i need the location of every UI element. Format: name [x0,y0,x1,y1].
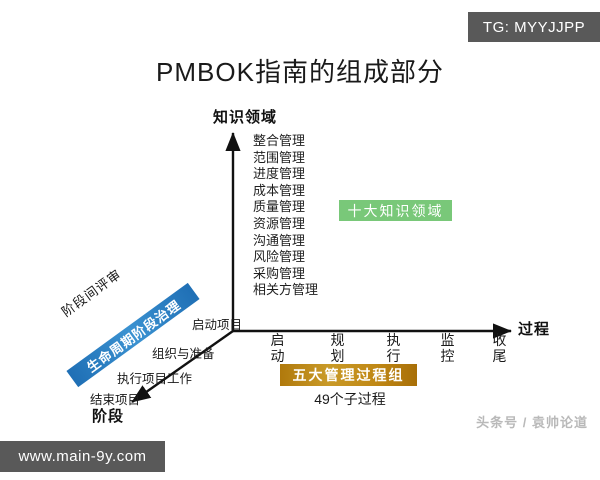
process-group-char: 控 [440,347,455,364]
z-axis-line [131,330,234,403]
knowledge-area-item: 范围管理 [253,149,306,165]
axis-title-knowledge: 知识领域 [213,109,278,126]
process-group-item: 启 动 [270,332,285,364]
phase-item-label: 执行项目工作 [117,372,193,386]
process-group-char: 动 [270,347,285,364]
knowledge-area-item: 进度管理 [253,166,306,182]
process-group-char: 行 [386,347,401,364]
process-group-char: 规 [330,332,345,348]
badge-ten-knowledge-areas: 十大知识领域 [339,200,452,221]
knowledge-area-item: 质量管理 [253,199,306,215]
knowledge-area-item: 成本管理 [253,182,306,198]
badge-five-process-groups: 五大管理过程组 [280,364,417,386]
process-group-char: 划 [330,347,345,364]
process-group-char: 执 [386,332,401,348]
phase-item-label: 组织与准备 [152,347,215,361]
axis-title-phase: 阶段 [92,408,125,425]
knowledge-area-item: 采购管理 [253,265,306,281]
process-group-char: 尾 [492,347,507,364]
process-group-char: 监 [440,332,455,348]
knowledge-area-item: 沟通管理 [253,232,306,248]
axis-title-process: 过程 [518,321,551,338]
knowledge-area-list: 整合管理 范围管理 进度管理 成本管理 质量管理 资源管理 沟通管理 风险管理 … [253,133,318,299]
subprocess-count-label: 49个子过程 [314,391,386,407]
watermark-website: www.main-9y.com [0,441,165,472]
knowledge-area-item: 资源管理 [253,215,306,231]
process-group-char: 收 [492,332,507,348]
process-group-char: 启 [270,332,285,348]
process-group-item: 收 尾 [492,332,507,364]
knowledge-area-item: 相关方管理 [253,282,319,298]
process-group-item: 执 行 [386,332,401,364]
phase-item-label: 启动项目 [192,318,243,332]
process-group-item: 监 控 [440,332,455,364]
page-title: PMBOK指南的组成部分 [156,57,444,87]
watermark-toutiao: 头条号 / 袁帅论道 [476,415,588,430]
knowledge-area-item: 风险管理 [253,249,306,265]
knowledge-area-item: 整合管理 [253,133,306,148]
phase-item-label: 结束项目 [90,393,141,407]
process-group-item: 规 划 [330,332,345,364]
watermark-telegram: TG: MYYJJPP [468,12,600,42]
